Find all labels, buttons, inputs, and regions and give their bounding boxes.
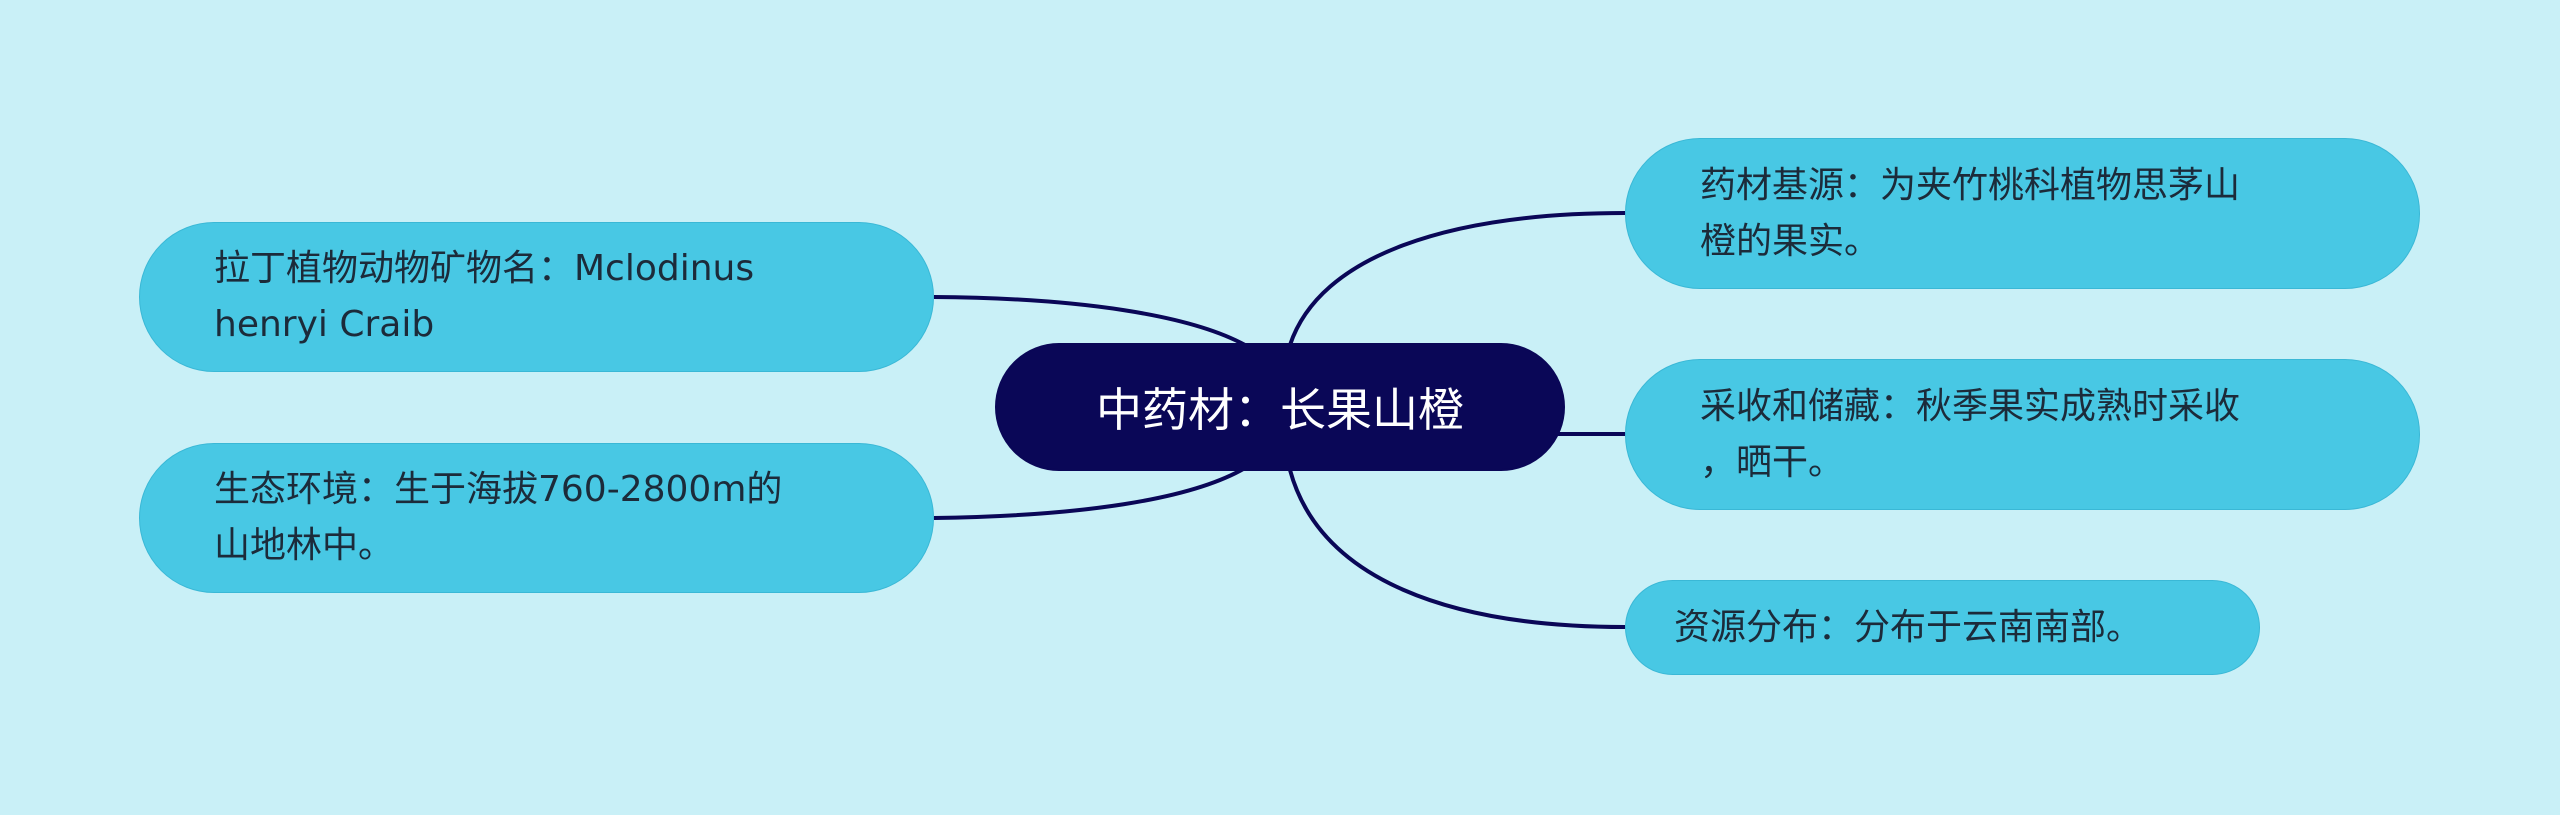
node-distribution-text: 资源分布：分布于云南南部。 (1674, 606, 2143, 648)
connector-left1 (933, 295, 1246, 347)
node-harvest[interactable]: 采收和储藏：秋季果实成熟时采收 ，晒干。 (1625, 359, 2420, 510)
center-node-label: 中药材：长果山橙 (1096, 383, 1464, 437)
node-source[interactable]: 药材基源：为夹竹桃科植物思茅山 橙的果实。 (1625, 138, 2420, 289)
connector-right1 (1288, 211, 1626, 346)
node-source-text: 药材基源：为夹竹桃科植物思茅山 橙的果实。 (1700, 164, 2241, 262)
connector-left2 (933, 466, 1247, 520)
node-distribution[interactable]: 资源分布：分布于云南南部。 (1625, 580, 2260, 675)
node-latin-name-text: 拉丁植物动物矿物名：Mclodinus henryi Craib (214, 248, 755, 345)
node-harvest-text: 采收和储藏：秋季果实成熟时采收 ，晒干。 (1700, 385, 2241, 483)
center-node[interactable]: 中药材：长果山橙 (995, 343, 1565, 471)
connector-right3 (1288, 469, 1626, 629)
node-latin-name[interactable]: 拉丁植物动物矿物名：Mclodinus henryi Craib (139, 222, 934, 372)
node-habitat[interactable]: 生态环境：生于海拔760-2800m的 山地林中。 (139, 443, 934, 593)
node-habitat-text: 生态环境：生于海拔760-2800m的 山地林中。 (214, 469, 783, 566)
